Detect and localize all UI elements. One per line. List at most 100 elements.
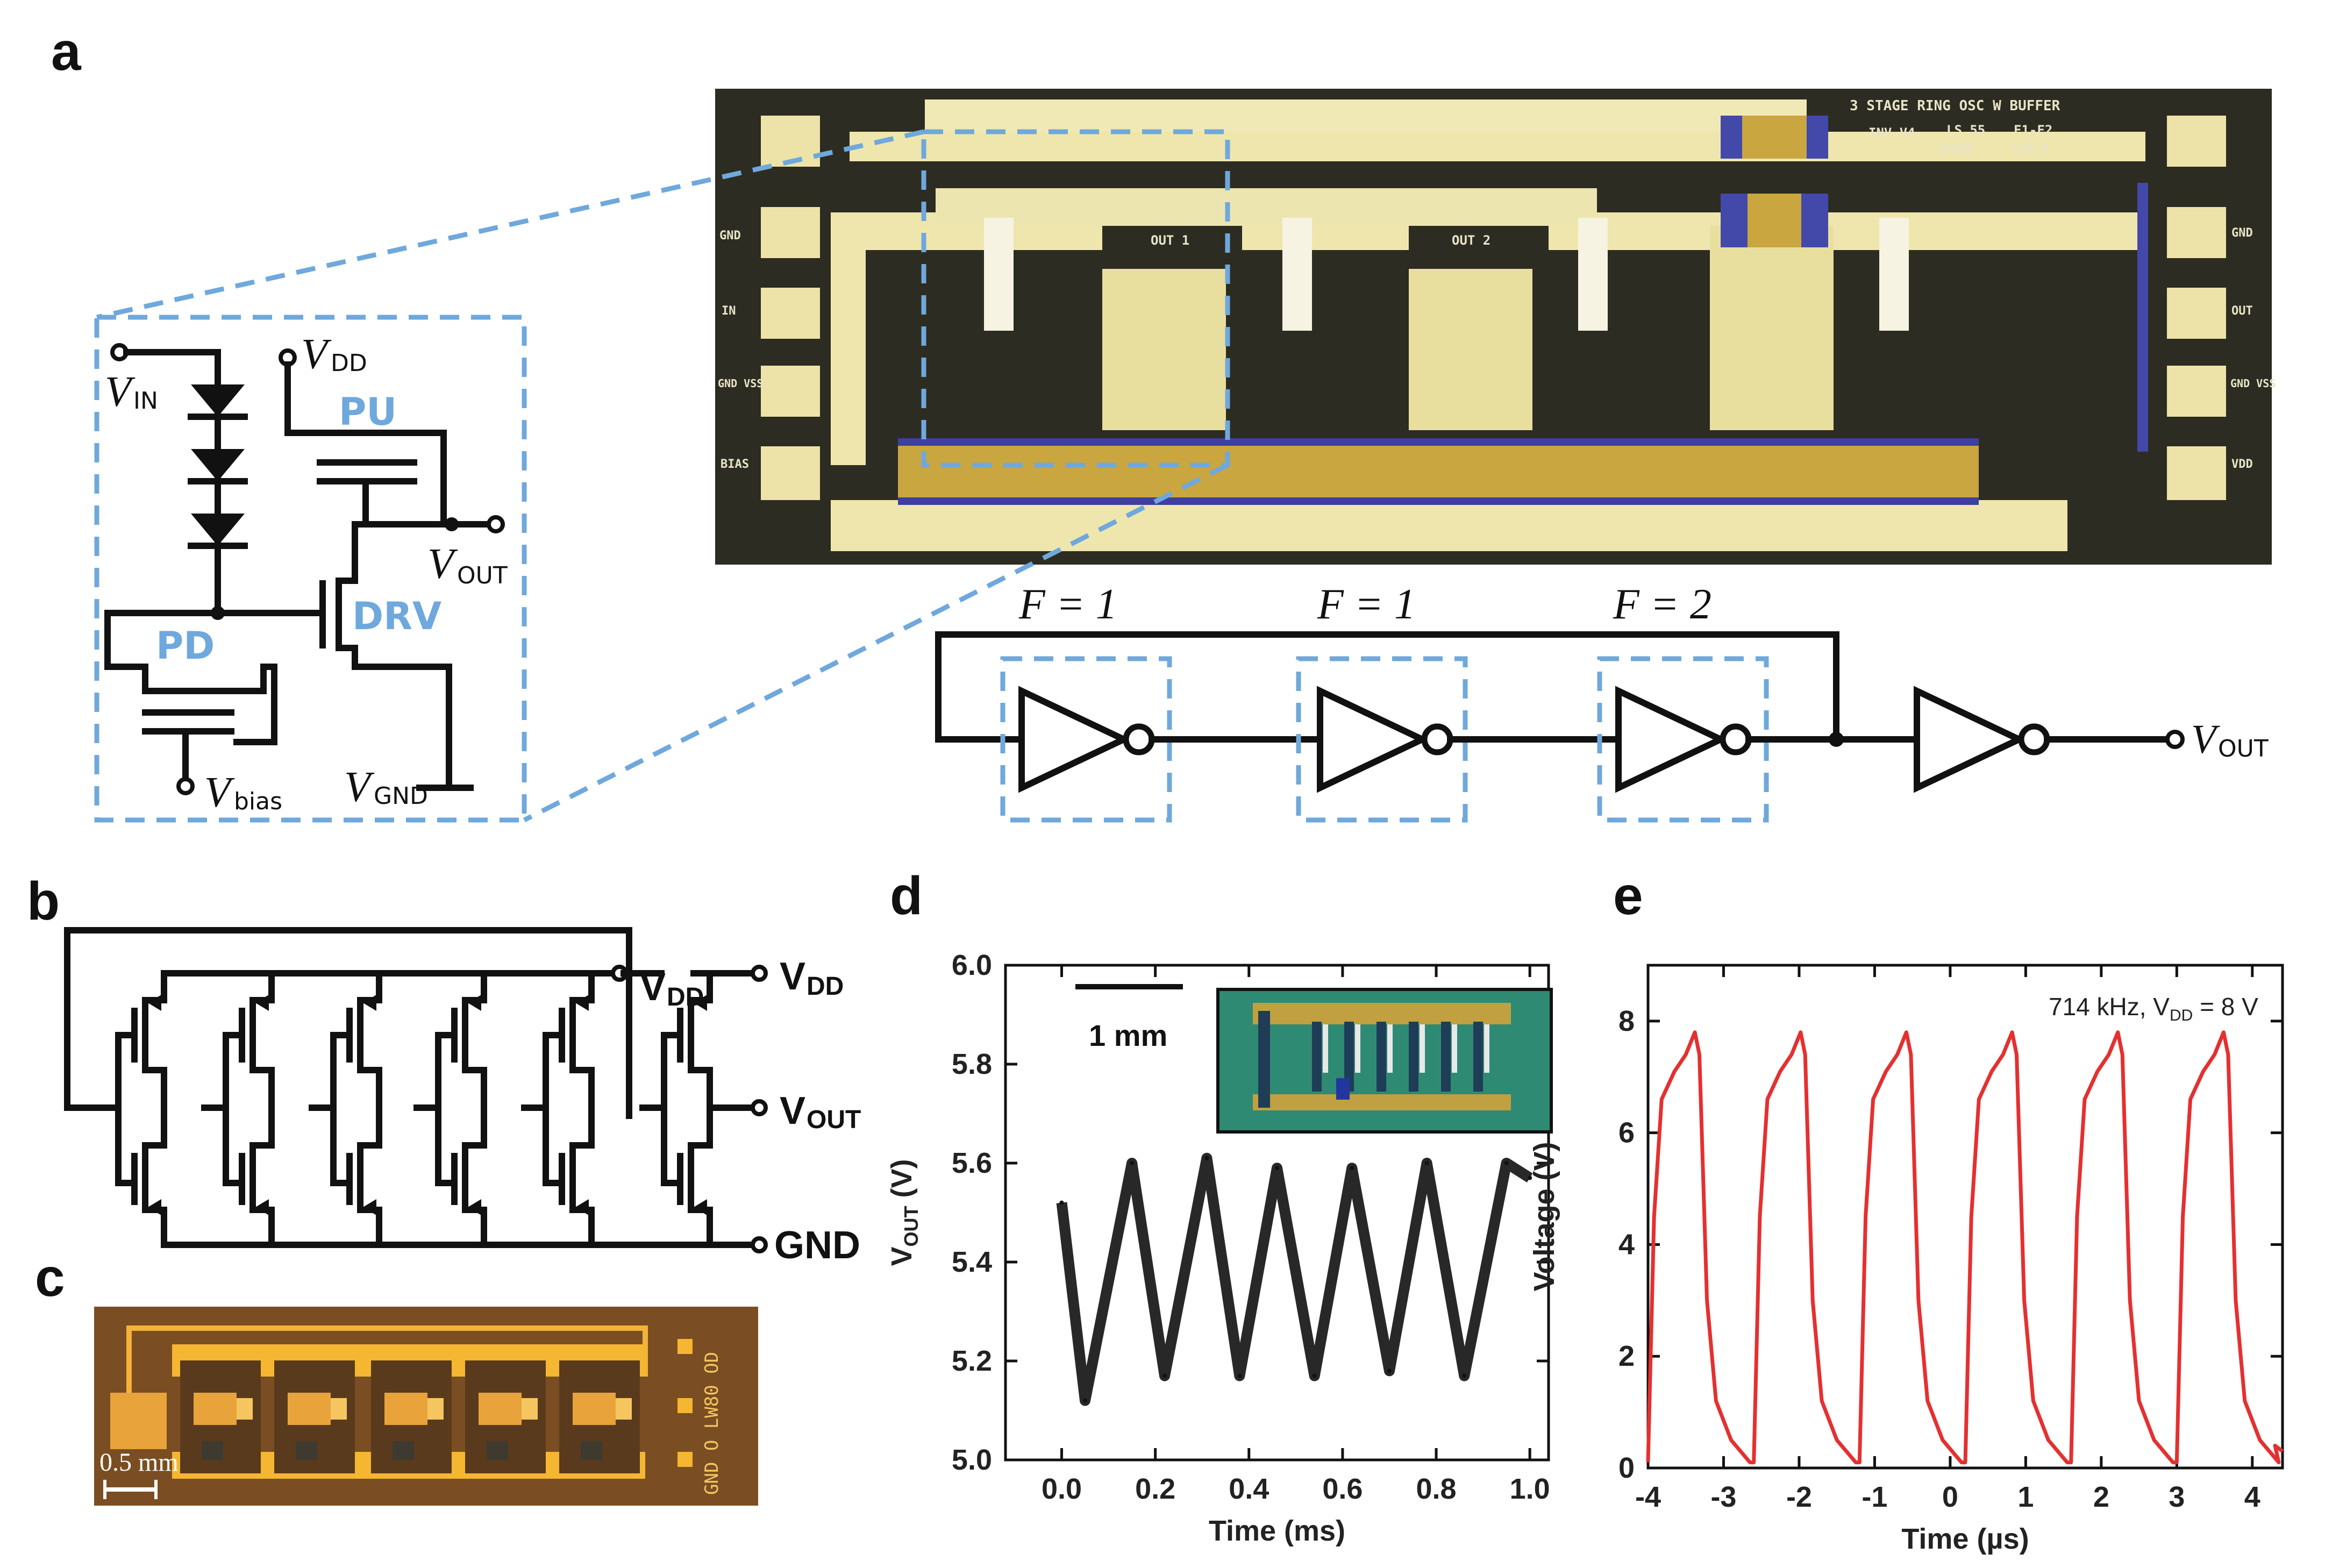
- panel-c: c GND O LW80 OD 0.5 mm: [35, 1248, 758, 1506]
- data-point: [1130, 1161, 1135, 1165]
- vgnd-sub: GND: [374, 782, 428, 810]
- x-tick-label: -2: [1786, 1481, 1812, 1513]
- series-line: [1646, 1030, 2284, 1465]
- inset-column-highlight: [1323, 1024, 1328, 1073]
- vbias-label: V: [204, 769, 235, 816]
- panel-label-d: d: [890, 866, 923, 926]
- vdd-inner-sub: DD: [667, 983, 704, 1011]
- zoom-line-top: [96, 129, 924, 320]
- chip-c-cell: [371, 1360, 452, 1473]
- vout-label-schematic: V: [427, 540, 458, 588]
- chip-right-pad-labels: GND OUT GND VSS VDD: [2230, 226, 2276, 471]
- chip-text-out2: OUT 2: [1452, 233, 1490, 248]
- data-point: [1083, 1398, 1088, 1403]
- x-tick-label: -4: [1635, 1481, 1661, 1513]
- y-axis-label: VOUT (V): [886, 1159, 922, 1266]
- inset-column: [1344, 1022, 1354, 1092]
- y-tick-label: 5.8: [952, 1048, 992, 1080]
- svg-text:GND: GND: [719, 229, 741, 243]
- pd-label: PD: [156, 624, 215, 668]
- panel-b: b V DD V DD V OUT GND: [27, 871, 861, 1267]
- y-tick-label: 5.2: [952, 1345, 992, 1377]
- inverter-stage: [64, 970, 167, 1248]
- chip-text-ls55: LS 55: [1946, 123, 1985, 138]
- plot-frame: [1004, 964, 1550, 1462]
- data-point: [1204, 1156, 1209, 1160]
- vgnd-label: V: [344, 764, 375, 811]
- x-tick-label: 0.8: [1416, 1473, 1456, 1505]
- panel-label-e: e: [1613, 866, 1643, 926]
- y-tick-label: 2: [1618, 1340, 1635, 1372]
- f-label-2: F = 1: [1317, 581, 1416, 628]
- x-axis-label: Time (ms): [1209, 1515, 1345, 1547]
- svg-text:IN: IN: [722, 304, 736, 318]
- vdd-sub: DD: [331, 350, 367, 377]
- annotation-e: 714 kHz, VDD = 8 V: [2049, 993, 2258, 1024]
- zoom-line-bottom: [523, 462, 1229, 823]
- vdd-inner-label: V: [640, 966, 666, 1009]
- inset-micrograph-d: [1216, 988, 1553, 1134]
- inset-column-highlight: [1387, 1024, 1393, 1073]
- panel-label-c: c: [35, 1248, 65, 1308]
- chip-c-cell: [559, 1360, 640, 1473]
- x-tick-label: 0.0: [1042, 1473, 1082, 1505]
- plot-frame: [1646, 964, 2284, 1470]
- x-tick-label: 4: [2244, 1481, 2260, 1513]
- inset-column: [1441, 1022, 1451, 1092]
- inverter-stage: [309, 970, 382, 1248]
- panel-a: a: [51, 22, 2276, 823]
- chip-micrograph-a: 3 STAGE RING OSC W BUFFER INV V4 LS 55 F…: [715, 89, 2276, 565]
- chip-micrograph-c: GND O LW80 OD 0.5 mm: [94, 1307, 758, 1506]
- gnd-terminal-label: GND: [774, 1224, 860, 1267]
- y-tick-label: 8: [1618, 1005, 1635, 1037]
- chip-text-w100: W100: [1941, 141, 1972, 156]
- y-axis-label: Voltage (V): [1528, 1142, 1560, 1291]
- inset-column: [1377, 1022, 1386, 1092]
- y-tick-label: 5.0: [952, 1444, 992, 1476]
- ring-oscillator-diagram: F = 1 F = 1 F = 2 V OUT: [935, 581, 2269, 823]
- data-point: [1424, 1161, 1429, 1165]
- pu-label: PU: [339, 390, 397, 434]
- x-tick-label: 1: [2017, 1481, 2034, 1513]
- x-tick-label: 0.6: [1322, 1473, 1363, 1505]
- inset-bar: [1258, 1011, 1270, 1108]
- panel-label-b: b: [27, 871, 60, 931]
- data-point: [1350, 1166, 1354, 1171]
- inset-column: [1312, 1022, 1322, 1092]
- f-label-3: F = 2: [1613, 581, 1711, 628]
- data-point: [1504, 1161, 1509, 1165]
- data-point: [1237, 1373, 1242, 1378]
- x-tick-label: 0.2: [1135, 1473, 1175, 1505]
- inset-column-highlight: [1420, 1024, 1425, 1073]
- y-tick-label: 6: [1618, 1117, 1635, 1149]
- inset-column-highlight: [1452, 1024, 1457, 1073]
- x-tick-label: 0.4: [1229, 1473, 1269, 1505]
- chip-text-inv: INV V4: [1868, 125, 1915, 140]
- data-point: [1528, 1175, 1532, 1180]
- chip-text-out1: OUT 1: [1151, 233, 1189, 248]
- f-label-1: F = 1: [1018, 581, 1117, 628]
- chip-c-side-text: GND O LW80 OD: [701, 1352, 723, 1495]
- inverter-stage: [639, 970, 713, 1248]
- svg-text:VDD: VDD: [2231, 458, 2253, 471]
- chip-left-pad-labels: GND IN GND VSS BIAS: [718, 229, 763, 471]
- vdd-terminal-label: V: [780, 955, 805, 998]
- x-tick-label: -1: [1862, 1481, 1887, 1513]
- y-tick-label: 5.4: [952, 1246, 992, 1278]
- x-tick-label: 1.0: [1510, 1473, 1550, 1505]
- inset-column: [1409, 1022, 1418, 1092]
- drv-label: DRV: [352, 594, 441, 638]
- chip-title-text: 3 STAGE RING OSC W BUFFER: [1850, 98, 2060, 114]
- inverter-stage: [413, 970, 487, 1248]
- panel-label-a: a: [51, 22, 82, 82]
- data-point: [1275, 1166, 1279, 1171]
- data-point: [1312, 1373, 1317, 1378]
- chip-text-ls3: LS3 5: [2011, 141, 2050, 156]
- ring-oscillator-transistor-circuit: [64, 927, 768, 1253]
- svg-text:GND: GND: [2231, 226, 2253, 240]
- series-line: [1056, 1152, 1533, 1406]
- ring-vout-sub: OUT: [2218, 735, 2269, 762]
- vin-label: V: [105, 368, 135, 416]
